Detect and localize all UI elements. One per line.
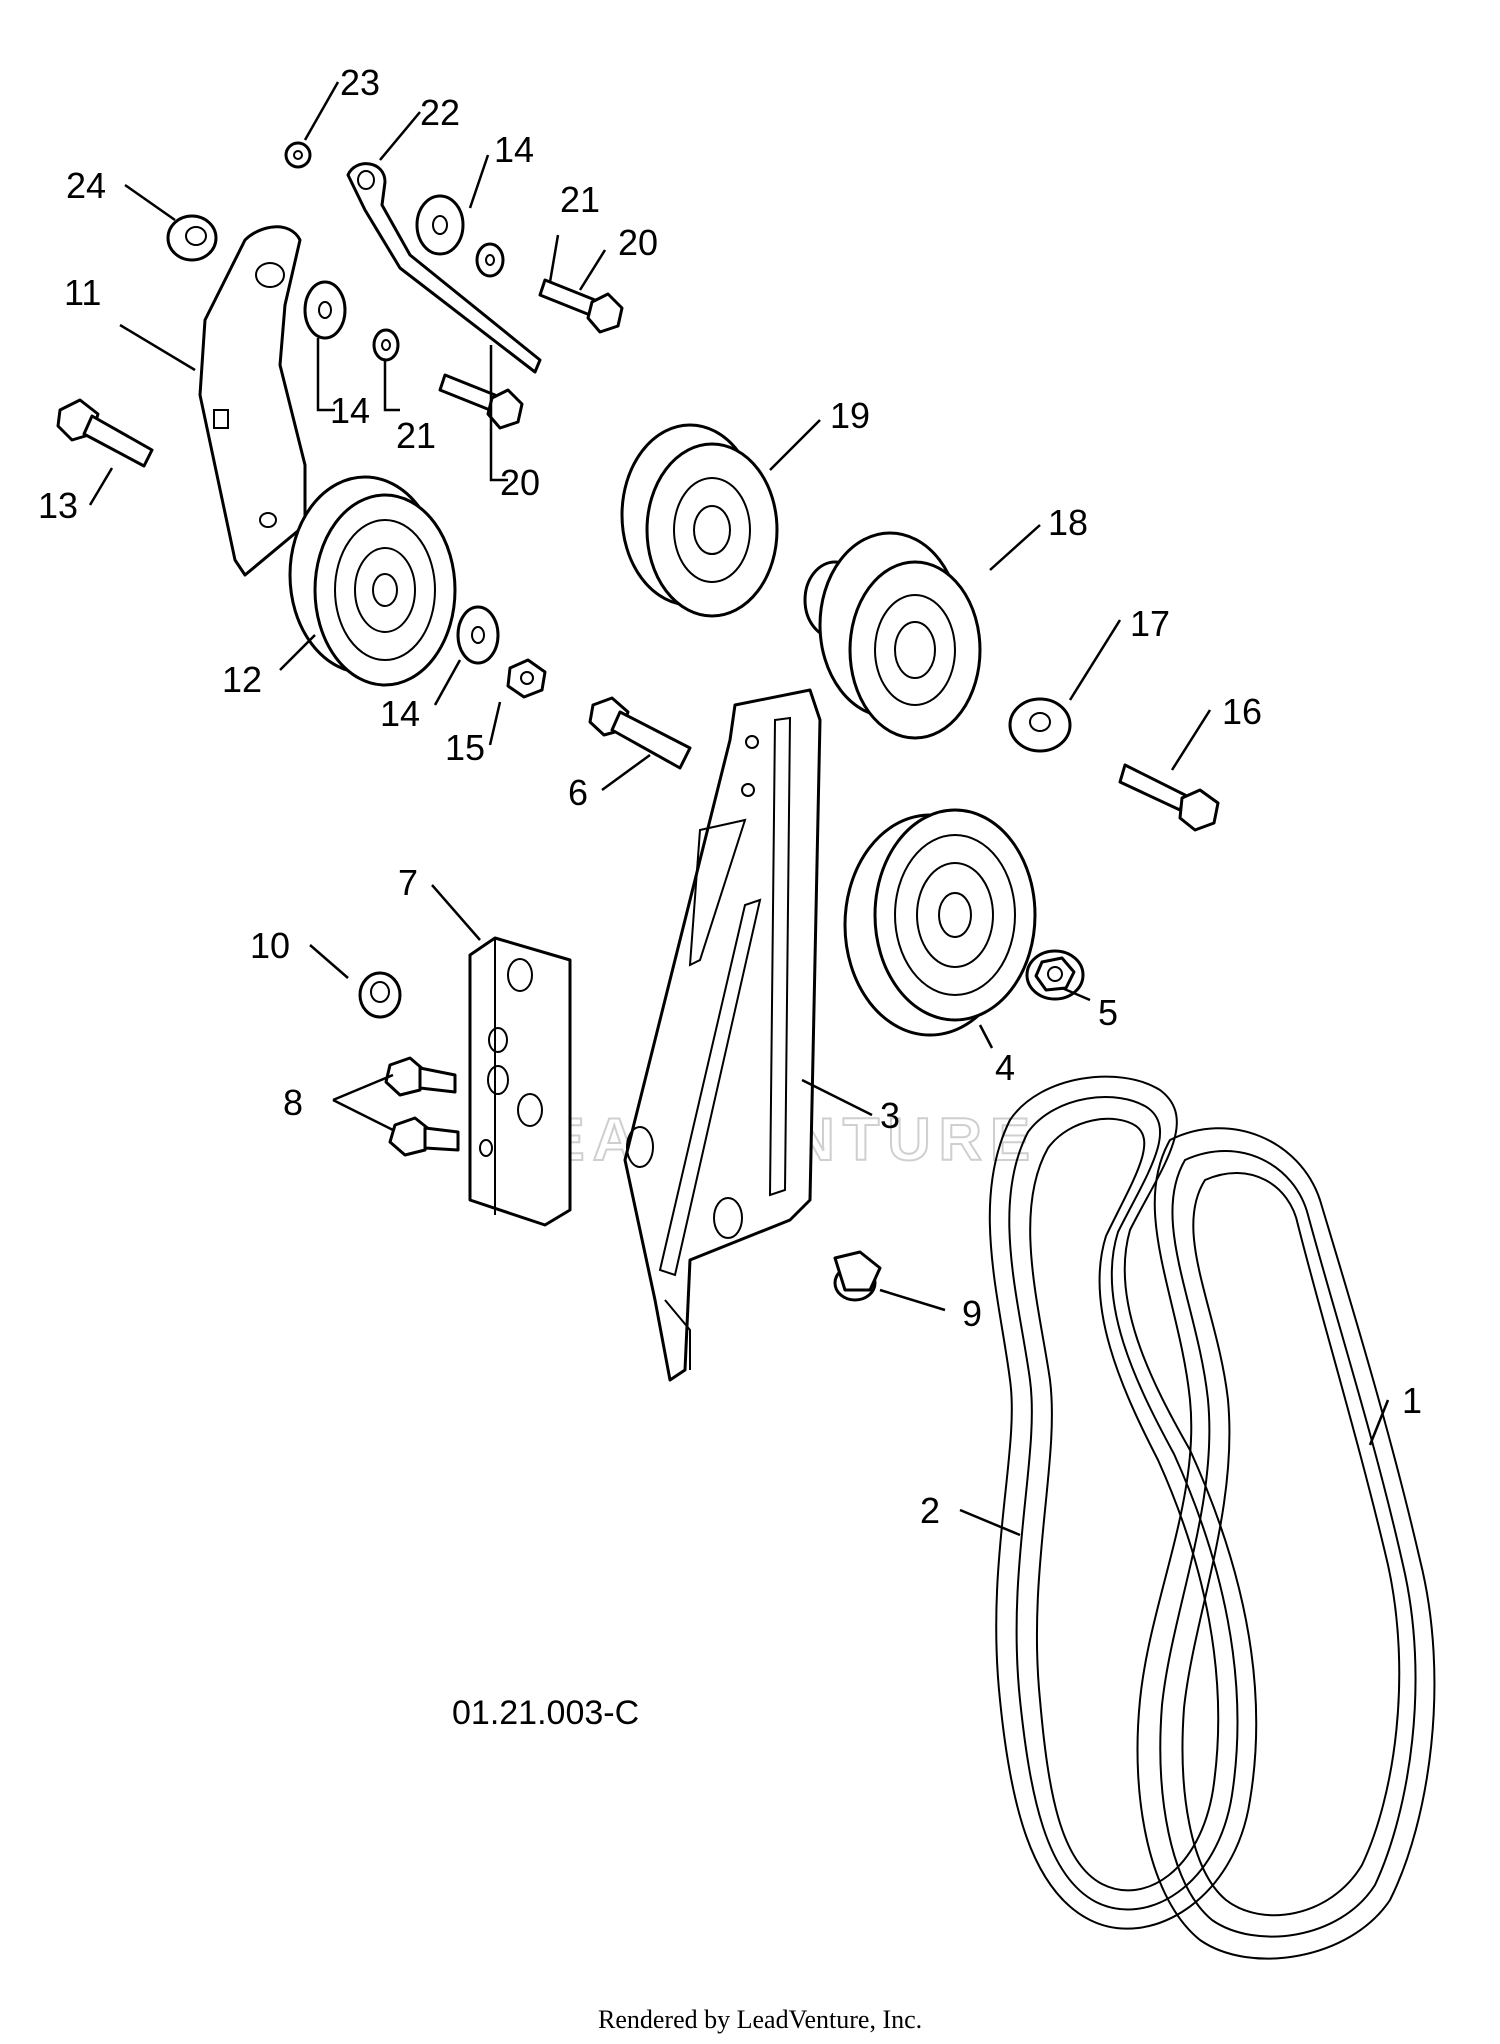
part-1-belt [1136,1127,1436,1960]
callout-19: 19 [830,395,870,436]
callout-20b: 20 [618,222,658,263]
callout-23: 23 [340,62,380,103]
callout-2: 2 [920,1490,940,1531]
callout-9: 9 [962,1293,982,1334]
part-4-pulley [843,808,1037,1037]
part-20-bolt-b [538,278,624,334]
callout-22: 22 [420,92,460,133]
part-23-star-washer [284,141,312,169]
callout-labels: 1 2 3 4 5 6 7 8 9 10 11 12 13 14 14 14 1… [38,62,1422,1531]
callout-17: 17 [1130,603,1170,644]
callout-14c: 14 [380,693,420,734]
part-11-arm [198,225,307,577]
part-21-lockwasher-a [372,328,400,362]
callout-15: 15 [445,727,485,768]
part-14-washer-b [415,194,465,256]
part-16-bolt [1118,763,1220,832]
callout-6: 6 [568,772,588,813]
callout-16: 16 [1222,691,1262,732]
callout-4: 4 [995,1047,1015,1088]
part-24-bushing [166,214,218,262]
part-19-pulley [620,423,779,618]
callout-24: 24 [66,165,106,206]
part-18-pulley [803,531,982,740]
callout-14a: 14 [330,390,370,431]
part-10-nut [358,971,402,1019]
callout-10: 10 [250,925,290,966]
part-14-washer-c [456,605,500,665]
part-22-rod [346,162,542,374]
callout-20a: 20 [500,462,540,503]
part-5-nut [1025,949,1085,1001]
part-7-plate [468,936,572,1227]
callout-21a: 21 [396,415,436,456]
part-15-nut [506,658,547,699]
callout-12: 12 [222,659,262,700]
callout-13: 13 [38,485,78,526]
callout-11: 11 [64,272,101,313]
part-17-spacer [1008,697,1072,753]
part-3-bracket [623,688,822,1382]
part-9-bolt [833,1250,882,1302]
callout-1: 1 [1402,1380,1422,1421]
callout-18: 18 [1048,502,1088,543]
callout-5: 5 [1098,992,1118,1033]
part-6-bolt [588,696,692,770]
callout-21b: 21 [560,179,600,220]
callout-7: 7 [398,862,418,903]
part-20-bolt-a [438,373,524,430]
callout-14b: 14 [494,129,534,170]
part-14-washer-a [303,280,347,340]
part-21-lockwasher-b [475,242,505,278]
part-2-belt [988,1075,1258,1930]
callout-3: 3 [880,1095,900,1136]
part-13-bolt [56,398,154,468]
part-12-pulley [288,475,457,687]
leader-lines [88,81,1390,1537]
part-8-screws [384,1056,460,1157]
callout-8: 8 [283,1082,303,1123]
credit-text: Rendered by LeadVenture, Inc. [598,2005,922,2034]
drawing-code: 01.21.003-C [452,1694,639,1732]
